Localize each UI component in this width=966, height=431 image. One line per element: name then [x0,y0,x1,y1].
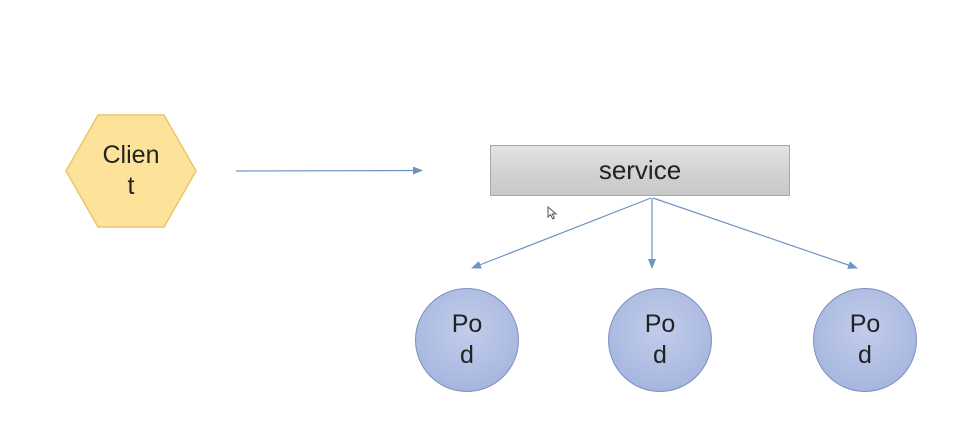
client-label-line1: Clien [102,141,160,169]
service-label: service [598,155,682,185]
arrow-service-to-pod-1 [471,197,652,269]
pod-label-line1: Po [451,310,483,338]
pod-label-line2: d [460,341,474,369]
pod-node-1[interactable]: Po d [415,288,519,392]
pod-label-line2: d [653,341,667,369]
client-node[interactable]: Clien t [65,114,197,228]
service-node[interactable]: service [490,145,790,196]
arrow-service-to-pod-3 [652,197,858,269]
pod-node-2[interactable]: Po d [608,288,712,392]
pod-label-line1: Po [644,310,676,338]
client-label-line2: t [127,172,135,200]
client-label: Clien t [65,114,197,228]
mouse-cursor-icon [547,206,558,220]
pod-label-line1: Po [849,310,881,338]
pod-label-line2: d [858,341,872,369]
hexagon-shape [65,114,197,228]
pod-node-3[interactable]: Po d [813,288,917,392]
arrow-client-to-service [235,166,423,175]
